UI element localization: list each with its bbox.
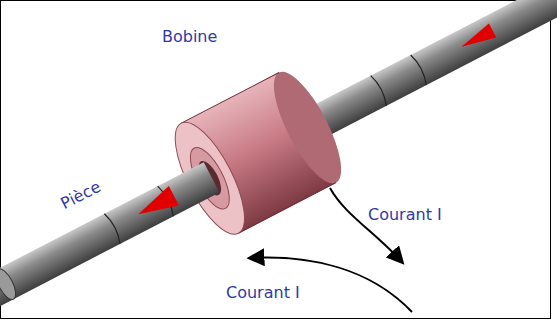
- current-label: Courant I: [368, 206, 442, 224]
- current-label: Courant I: [226, 284, 300, 302]
- flow-arrow: [458, 23, 496, 53]
- part-label: Pièce: [58, 178, 104, 213]
- coil-back: [261, 63, 354, 191]
- rod-end: [0, 266, 20, 303]
- current-wire: [330, 188, 402, 262]
- part-label: Bobine: [162, 28, 217, 46]
- rod-back: [291, 0, 557, 147]
- rod-mark: [371, 54, 429, 106]
- rod-front: [0, 162, 219, 308]
- flow-arrow: [133, 186, 179, 224]
